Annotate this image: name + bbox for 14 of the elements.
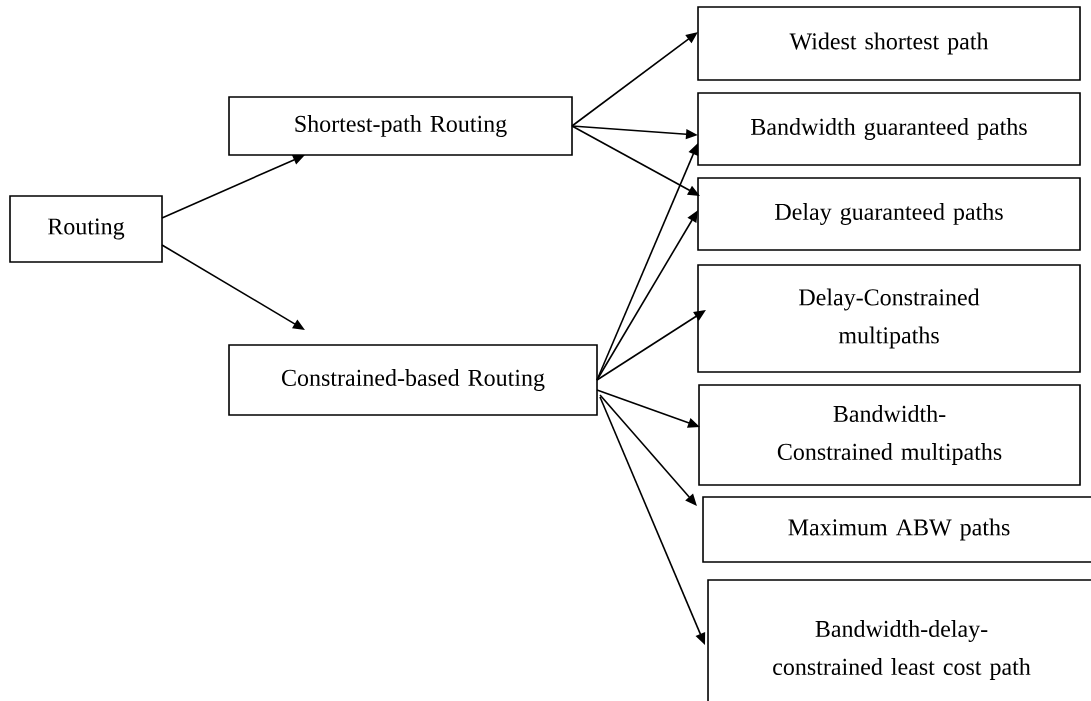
arrow xyxy=(161,244,305,330)
text-box: Bandwidth-Constrained multipaths xyxy=(698,384,1081,486)
text-box: Routing xyxy=(9,195,163,263)
text-box: Delay guaranteed paths xyxy=(697,177,1081,251)
arrow xyxy=(599,394,697,506)
text-box: Delay-Constrained multipaths xyxy=(697,264,1081,373)
text-box: Widest shortest path xyxy=(697,6,1081,81)
text-box: Constrained-based Routing xyxy=(228,344,598,416)
text-box: Maximum ABW paths xyxy=(702,496,1091,563)
text-box: Bandwidth-delay-constrained least cost path xyxy=(707,579,1091,701)
arrow xyxy=(571,32,698,127)
text-box: Shortest-path Routing xyxy=(228,96,573,156)
text-box: Bandwidth guaranteed paths xyxy=(697,92,1081,166)
arrow xyxy=(596,310,706,381)
